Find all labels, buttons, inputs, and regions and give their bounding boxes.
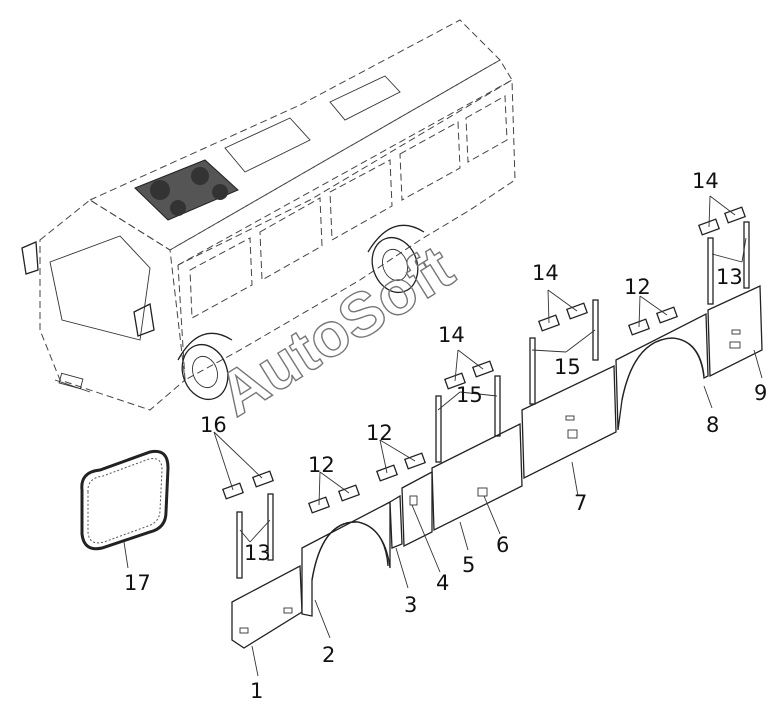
callout-13-left: 13	[244, 541, 271, 565]
callout-3: 3	[404, 593, 417, 617]
front-wheel	[181, 343, 229, 401]
callout-15-left: 15	[456, 383, 483, 407]
callout-8: 8	[706, 413, 719, 437]
leader-lines	[123, 195, 763, 677]
watermark: AutoSoft	[207, 233, 465, 430]
callout-13-right: 13	[716, 265, 743, 289]
callout-9: 9	[754, 381, 767, 405]
panel-2	[301, 500, 391, 617]
callout-7: 7	[574, 491, 587, 515]
callout-labels: 1 2 3 4 5 6 7 8 9 12 12 12 13 13 14 14 1…	[124, 169, 767, 703]
window-seal-part-17	[80, 449, 170, 551]
panel-1	[231, 564, 303, 649]
callout-6: 6	[496, 533, 509, 557]
callout-17: 17	[124, 571, 151, 595]
support-rods	[236, 221, 750, 579]
callout-12-right: 12	[624, 275, 651, 299]
callout-12-left: 12	[308, 453, 335, 477]
callout-14-middle: 14	[532, 261, 559, 285]
side-panels	[231, 284, 763, 649]
panel-3	[389, 494, 403, 549]
panel-5-6	[431, 422, 523, 532]
callout-14-right: 14	[692, 169, 719, 193]
panel-4	[401, 470, 433, 548]
callout-16: 16	[200, 413, 227, 437]
right-mirror	[133, 303, 155, 337]
left-mirror	[21, 241, 39, 275]
callout-14-left: 14	[438, 323, 465, 347]
callout-15-right: 15	[554, 355, 581, 379]
panel-7	[521, 364, 617, 480]
callout-2: 2	[322, 643, 335, 667]
hinges	[221, 206, 747, 514]
callout-5: 5	[462, 553, 475, 577]
panel-9	[707, 284, 763, 378]
roof-ac-unit	[134, 159, 239, 221]
callout-4: 4	[436, 571, 449, 595]
rear-wheel	[371, 236, 419, 294]
bus-illustration	[21, 19, 516, 411]
callout-1: 1	[250, 679, 263, 703]
callout-12-middle: 12	[366, 421, 393, 445]
